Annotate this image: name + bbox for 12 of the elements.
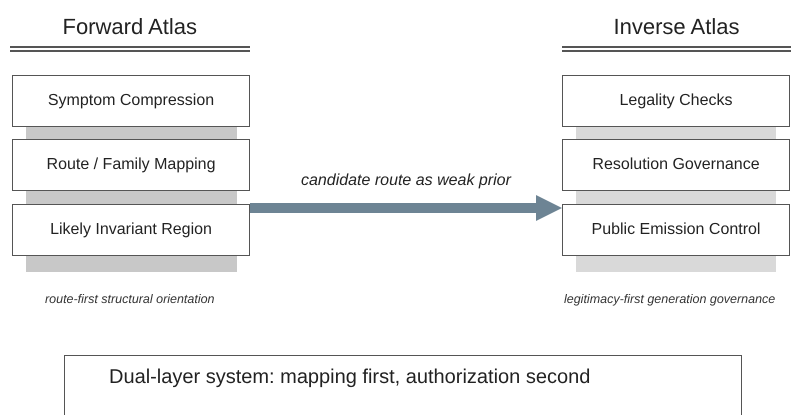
column-heading: Inverse Atlas: [614, 14, 740, 40]
layer-box: Legality Checks: [562, 75, 790, 127]
arrow: [250, 195, 562, 221]
column-caption: legitimacy-first generation governance: [564, 292, 776, 306]
layer-box: Likely Invariant Region: [12, 204, 250, 256]
column-heading: Forward Atlas: [62, 14, 197, 40]
layer-box: Route / Family Mapping: [12, 139, 250, 191]
summary-box: Dual-layer system: mapping first, authorization second: [64, 355, 742, 415]
column-caption: route-first structural orientation: [45, 292, 215, 306]
layer-box: Symptom Compression: [12, 75, 250, 127]
layer-box: Public Emission Control: [562, 204, 790, 256]
layer-box: Resolution Governance: [562, 139, 790, 191]
